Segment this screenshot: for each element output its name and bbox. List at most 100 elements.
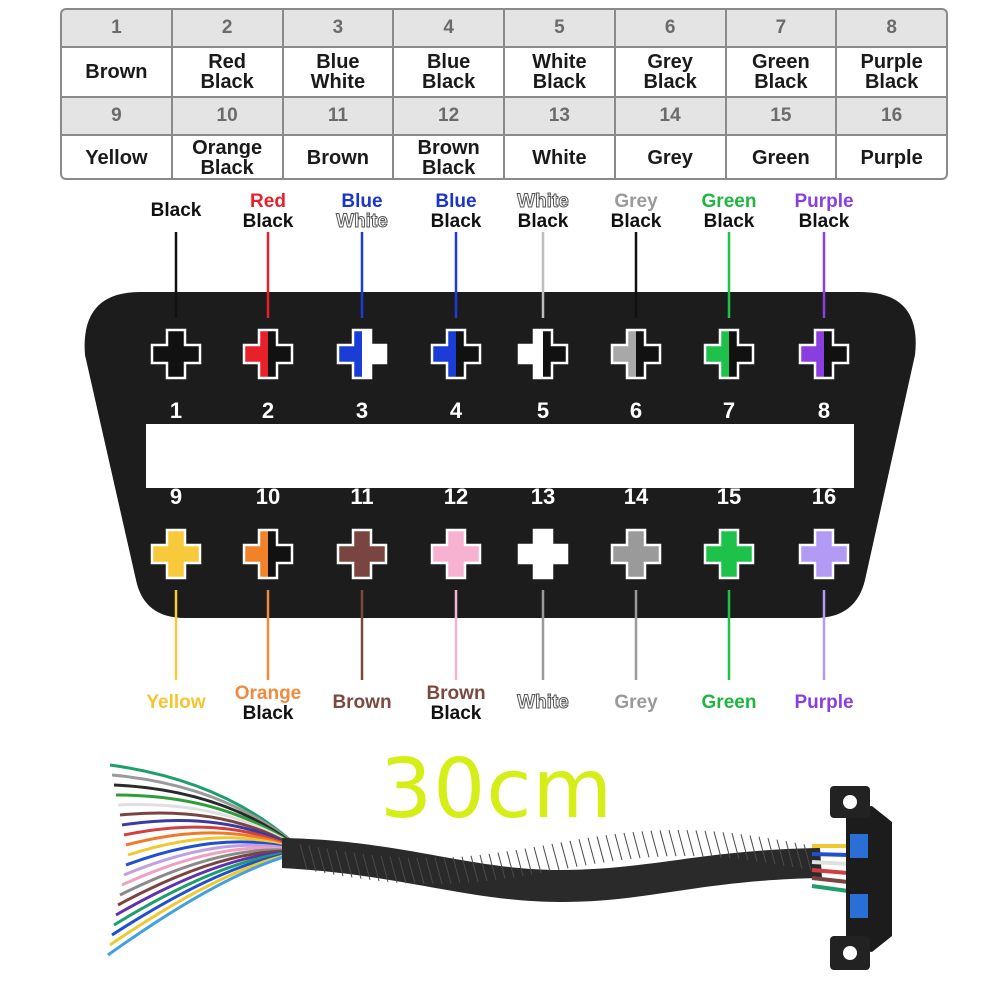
table-pin-number: 14 — [615, 98, 725, 134]
table-wire-color: White — [505, 136, 614, 178]
pin-number-7: 7 — [722, 398, 736, 423]
braid-texture — [362, 853, 371, 881]
pin-number-5: 5 — [536, 398, 550, 423]
wire-label-text: Black — [150, 200, 202, 221]
wire-label-text: Black — [610, 211, 662, 232]
pin-number-6: 6 — [629, 398, 643, 423]
braid-texture — [344, 851, 353, 878]
pin-number-15: 15 — [716, 484, 742, 509]
loose-wire-end — [107, 853, 291, 957]
braid-texture — [596, 836, 605, 863]
wire-label-pin-11: Brown — [307, 693, 417, 713]
loose-wire-end — [125, 831, 291, 848]
wire-label-text: Red — [250, 191, 286, 212]
braid-texture — [524, 848, 533, 875]
wire-label-text: Orange — [234, 683, 302, 704]
table-wire-color: Green — [726, 136, 836, 178]
braid-texture — [641, 831, 650, 858]
pin-number-12: 12 — [443, 484, 469, 509]
table-wire-color: Brown — [283, 136, 393, 178]
table-pin-number: 13 — [505, 98, 614, 134]
braid-texture — [479, 854, 488, 882]
wire-label-text: Grey — [614, 692, 658, 713]
braid-texture — [326, 848, 335, 875]
loose-wire-end — [127, 836, 291, 857]
wire-label-text: Purple — [794, 191, 854, 212]
wire-label-text: Green — [701, 692, 757, 713]
wire-label-pin-9: Yellow — [121, 693, 231, 713]
wire-label-text: Black — [242, 703, 294, 724]
braid-texture — [758, 836, 767, 863]
loose-wire-end — [121, 846, 291, 887]
braid-texture — [443, 857, 452, 884]
wire-label-text: Blue — [435, 191, 477, 212]
braid-texture — [659, 830, 668, 857]
braid-texture — [785, 840, 794, 868]
table-pin-number: 7 — [726, 10, 836, 46]
braid-texture — [551, 843, 560, 871]
braid-texture — [533, 846, 542, 874]
braid-texture — [299, 843, 308, 871]
braid-texture — [488, 853, 497, 880]
table-wire-color: Green Black — [726, 48, 836, 96]
braid-texture — [803, 844, 812, 871]
table-pin-number: 6 — [615, 10, 725, 46]
table-pin-number: 2 — [172, 10, 282, 46]
wire-label-text: Brown — [426, 683, 486, 704]
braid-texture — [506, 851, 515, 878]
wire-label-text: Blue — [341, 191, 383, 212]
wire-label-text: White — [517, 191, 570, 212]
braid-texture — [497, 852, 506, 879]
wire-label-text: Black — [430, 703, 482, 724]
wire-label-text: Green — [701, 191, 757, 212]
cable-length-label: 30cm — [380, 742, 614, 837]
braid-texture — [317, 846, 326, 874]
wire-label-text: Yellow — [146, 692, 206, 713]
table-pin-number: 15 — [726, 98, 836, 134]
braid-texture — [704, 830, 713, 857]
braid-texture — [686, 829, 695, 857]
braid-texture — [371, 854, 380, 882]
loose-wire-end — [125, 840, 291, 867]
wire-label-text: Black — [798, 211, 850, 232]
braid-texture — [776, 839, 785, 866]
pin-number-10: 10 — [255, 484, 281, 509]
wire-label-pin-16: Purple — [769, 693, 879, 713]
braid-texture — [623, 832, 632, 860]
pin-number-9: 9 — [169, 484, 183, 509]
braid-texture — [794, 842, 803, 869]
braid-texture — [515, 849, 524, 877]
table-wire-color: White Black — [505, 48, 614, 96]
wire-label-pin-13: White — [488, 692, 598, 713]
wire-label-pin-1: Black — [121, 201, 231, 221]
pin-number-13: 13 — [530, 484, 556, 509]
braid-texture — [308, 845, 317, 872]
braid-texture — [677, 829, 686, 857]
connector-wire-end — [811, 852, 849, 857]
braid-texture — [407, 857, 416, 884]
pin-number-1: 1 — [169, 398, 183, 423]
table-wire-color: Orange Black — [172, 136, 282, 178]
table-pin-number: 11 — [283, 98, 393, 134]
loose-wire-end — [109, 852, 291, 947]
mounting-hole — [843, 795, 857, 809]
table-pin-number: 8 — [837, 10, 946, 46]
braid-texture — [380, 855, 389, 883]
table-wire-color: Blue White — [283, 48, 393, 96]
braid-texture — [389, 856, 398, 883]
connector-wire-end — [811, 876, 849, 884]
wire-label-text: Brown — [332, 692, 392, 713]
braid-texture — [578, 839, 587, 866]
braid-texture — [713, 831, 722, 858]
braid-texture — [461, 856, 470, 883]
braid-texture — [749, 835, 758, 862]
wire-label-text: Black — [703, 211, 755, 232]
table-wire-color: Red Black — [172, 48, 282, 96]
table-wire-color: Blue Black — [394, 48, 503, 96]
connector-wire-end — [811, 868, 849, 875]
